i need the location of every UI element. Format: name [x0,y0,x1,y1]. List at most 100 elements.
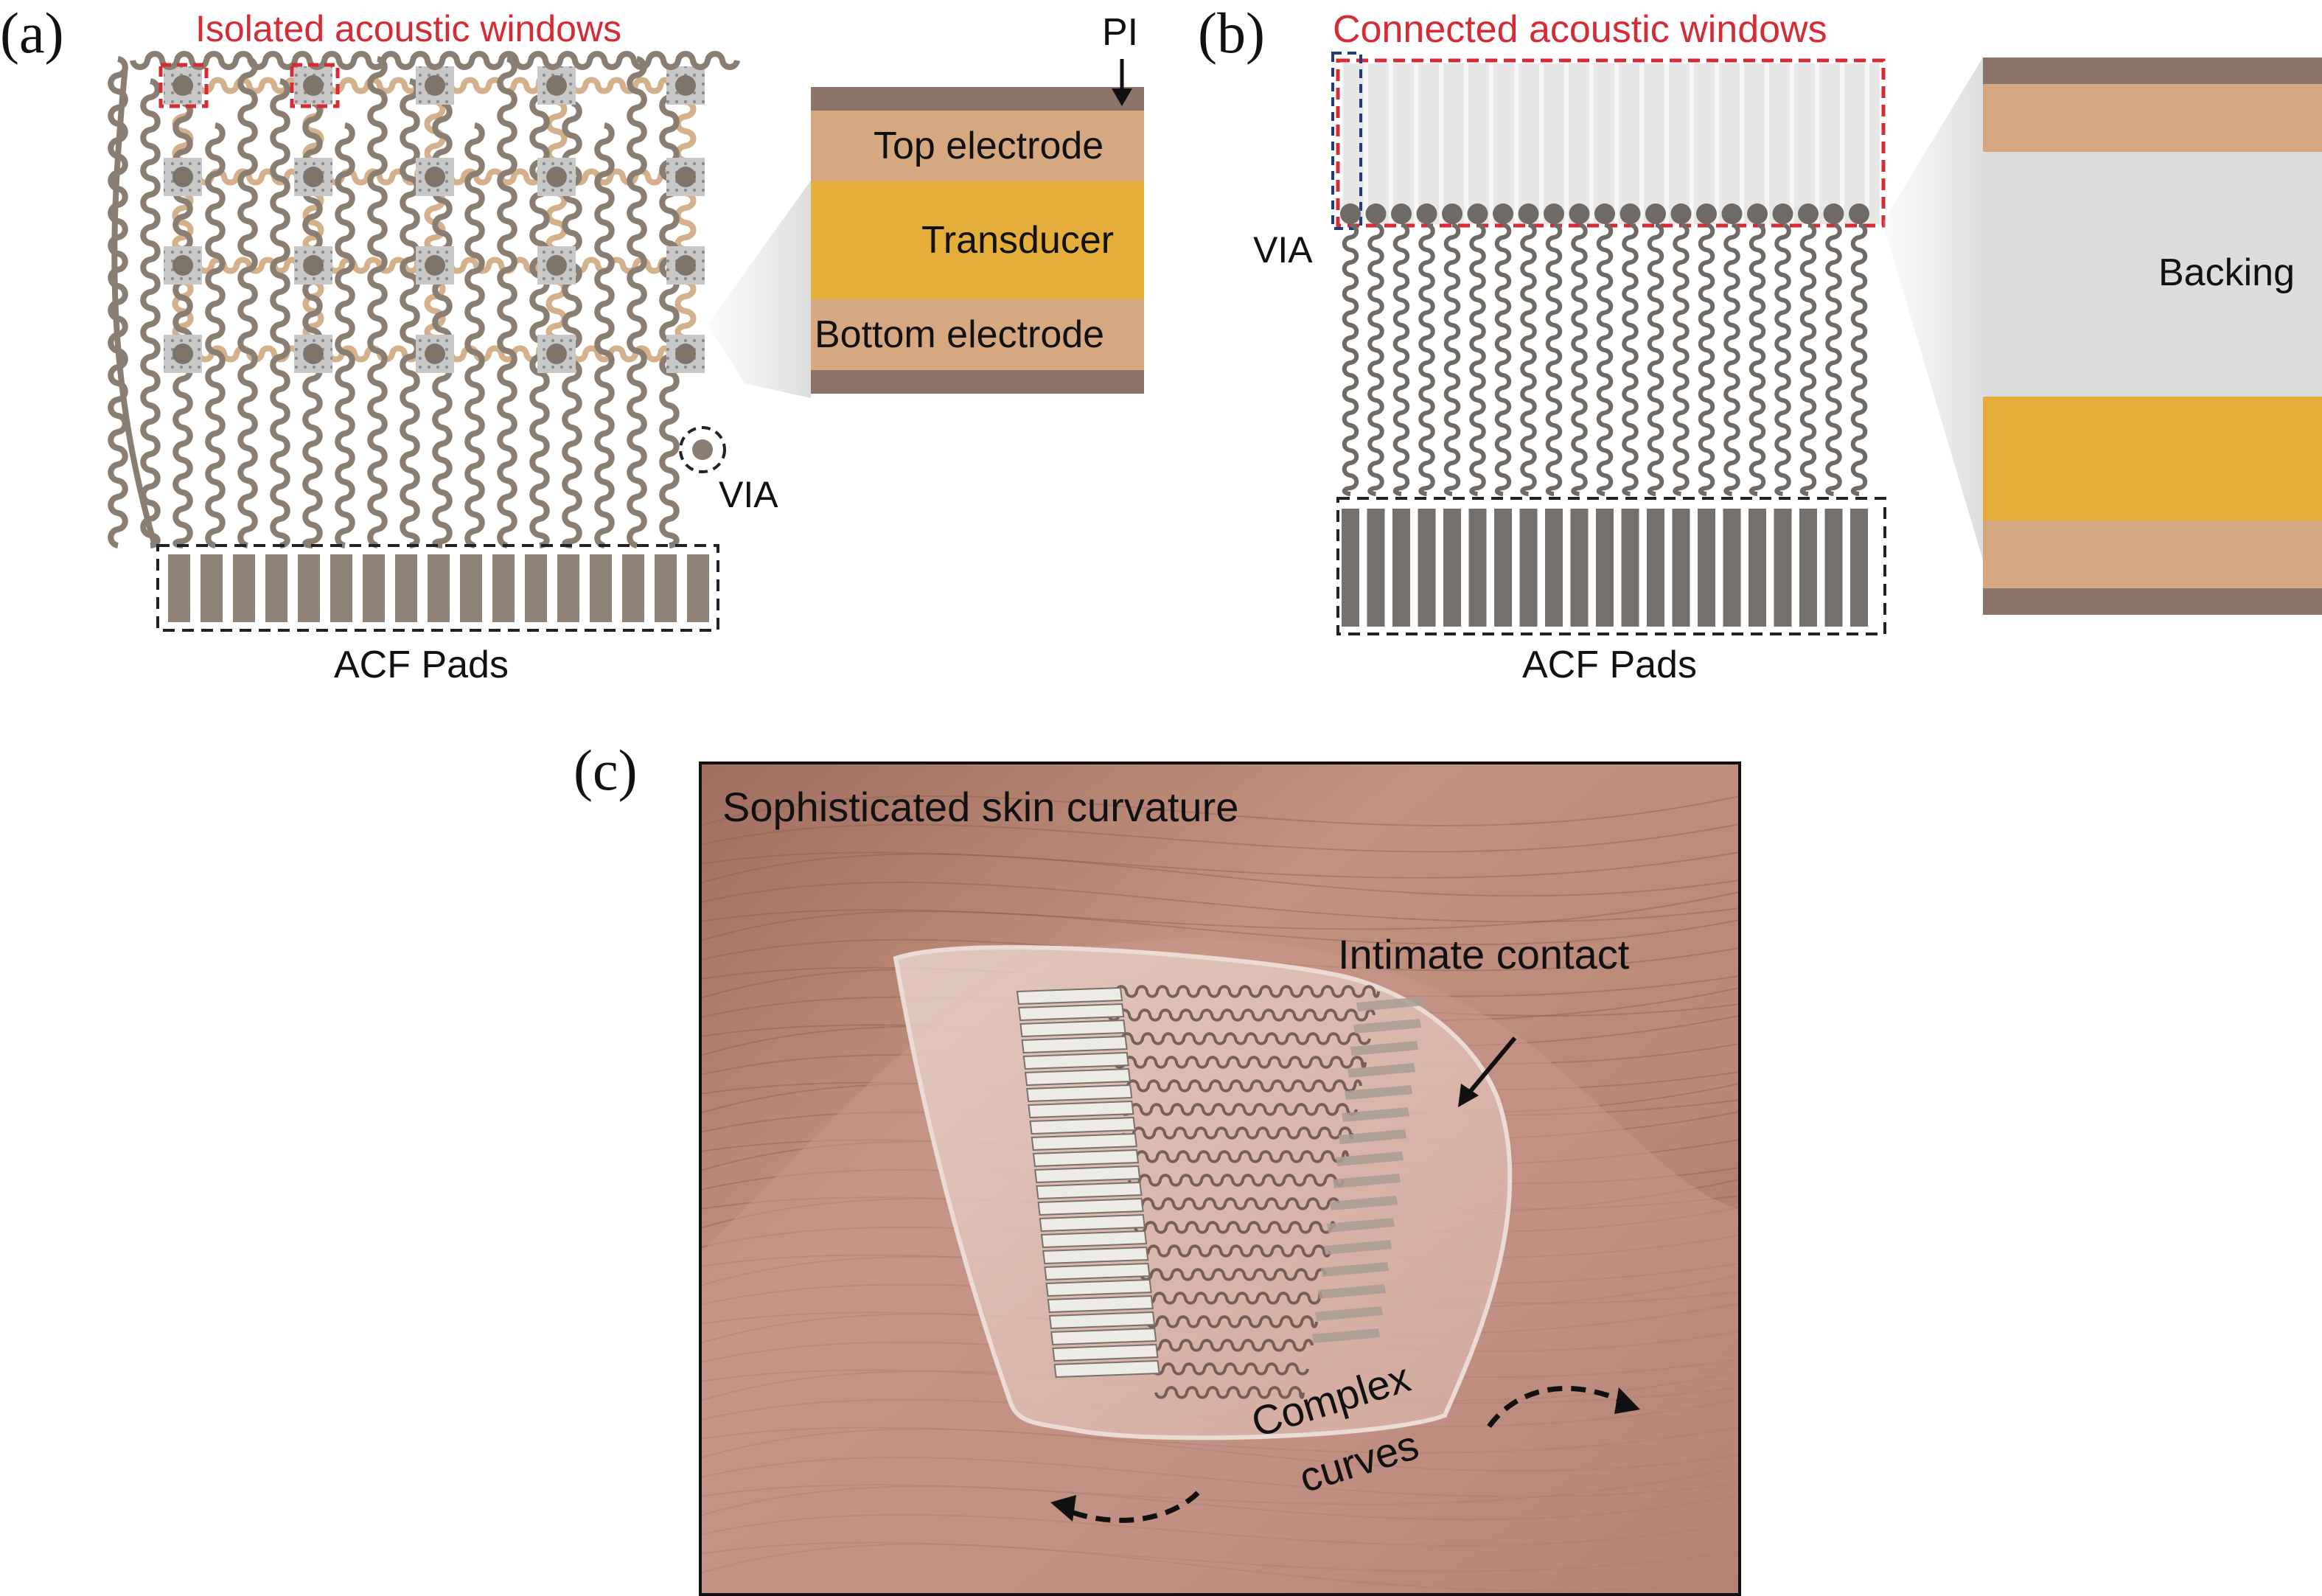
acf-pad-b [1672,509,1690,627]
acf-pad-b [1367,509,1385,627]
comb-pad-c [1353,1019,1421,1034]
via-dot-b [1721,203,1743,224]
signal-trace-b [1622,223,1639,496]
comb-pad-c [1350,1041,1418,1056]
acf-pad-a [687,554,709,622]
acf-pads-label-a: ACF Pads [334,644,509,686]
comb-pad-c [1324,1240,1392,1255]
panel-b-diagram [1331,52,2322,635]
acf-pad-b [1698,509,1715,627]
via-dot-b [1518,203,1539,224]
acf-pad-a [265,554,287,622]
window-via-a [303,255,324,276]
wrinkle-line [700,910,1740,946]
top-electrode-label: Top electrode [874,125,1104,167]
acf-pads-a [168,554,709,622]
signal-trace-a [367,56,388,548]
serpentine-trace-c [1151,1362,1309,1376]
wrinkle-line [700,882,1740,923]
window-via-a [303,167,324,187]
zoom-fade-a [708,181,811,398]
horizontal-connector-a [327,257,422,274]
metal-pad-c [1037,1197,1144,1216]
signal-trace-b [1596,223,1614,496]
signal-trace-b [1469,223,1486,496]
signal-trace-b [1698,223,1715,496]
acf-pad-a [492,554,515,622]
acf-pad-b [1824,509,1843,627]
acf-pad-b [1749,509,1766,627]
comb-pad-c [1342,1107,1409,1122]
skin-curvature-label: Sophisticated skin curvature [722,784,1239,830]
signal-trace-b [1545,223,1563,496]
horizontal-connector-a [570,168,672,186]
panel-a-diagram [108,51,1144,632]
horizontal-connector-a [196,257,300,274]
wrinkle-line [700,853,1740,897]
signal-trace-b [1774,223,1791,496]
comb-pad-c [1339,1129,1406,1144]
metal-pad-c [1018,1003,1125,1022]
signal-trace-a [562,100,582,548]
comb-pad-c [1336,1151,1404,1166]
signal-trace-b [1494,223,1512,496]
contact-arrow-line [1468,1036,1517,1093]
signal-trace-a [497,56,517,548]
metal-pad-c [1047,1294,1154,1314]
panel-c-photo [699,762,1741,1596]
serpentine-trace-c [1119,1103,1358,1116]
acf-pad-a [233,554,255,622]
wrinkle-line [700,891,1740,930]
vertical-connector-a [674,279,697,341]
signal-trace-a [270,78,290,548]
acf-pad-a [298,554,320,622]
comb-pad-c [1347,1063,1415,1078]
vertical-connector-a [674,99,697,164]
acf-pad-b [1850,509,1868,627]
window-via-a [546,167,567,187]
acf-pads-box-b [1336,497,1886,635]
comb-pad-c [1356,997,1424,1011]
window-via-a [303,344,324,364]
acf-pads-box-a [156,544,719,632]
signal-trace-a [627,56,647,548]
signal-trace-b [1850,223,1868,496]
photo-frame [699,762,1741,1596]
via-dot-b [1620,203,1641,224]
acf-pad-a [460,554,482,622]
comb-pad-c [1327,1218,1395,1233]
acf-pad-a [428,554,450,622]
panel-a-letter: (a) [0,1,64,65]
comb-pad-c [1345,1085,1412,1100]
wrinkle-line [700,851,1740,879]
serpentine-trace-c [1137,1244,1331,1258]
via-dot-b [1823,203,1844,224]
metal-pad-c [1031,1132,1137,1151]
acf-pad-b [1774,509,1792,627]
metal-pad-c [1022,1051,1129,1070]
connected-windows-block [1342,63,1880,224]
acf-pad-a [395,554,417,622]
serpentine-trace-c [1131,1197,1340,1210]
signal-trace-a [140,78,161,548]
comb-pad-c [1312,1328,1380,1343]
signal-trace-a [335,122,355,548]
via-dot-b [1696,203,1717,224]
signal-trace-b [1392,223,1410,496]
curve-arrow-right-head [1614,1387,1640,1414]
horizontal-connector-a [448,77,543,94]
via-dot-b [1391,203,1412,224]
window-via-a [546,75,567,96]
serpentine-trace-c [1140,1268,1327,1281]
serpentine-trace-c [1128,1174,1345,1187]
signal-trace-b [1825,223,1842,496]
horizontal-connector-a [448,345,543,363]
metal-pad-c [1048,1311,1156,1330]
metal-pad-c [1029,1116,1136,1135]
acf-pads-b [1342,509,1868,627]
via-dot-b [1594,203,1615,224]
serpentine-trace-c [1148,1339,1314,1352]
serpentine-trace-c [1125,1150,1349,1163]
comb-pad-c [1315,1306,1383,1321]
vertical-connector-a [424,279,446,341]
